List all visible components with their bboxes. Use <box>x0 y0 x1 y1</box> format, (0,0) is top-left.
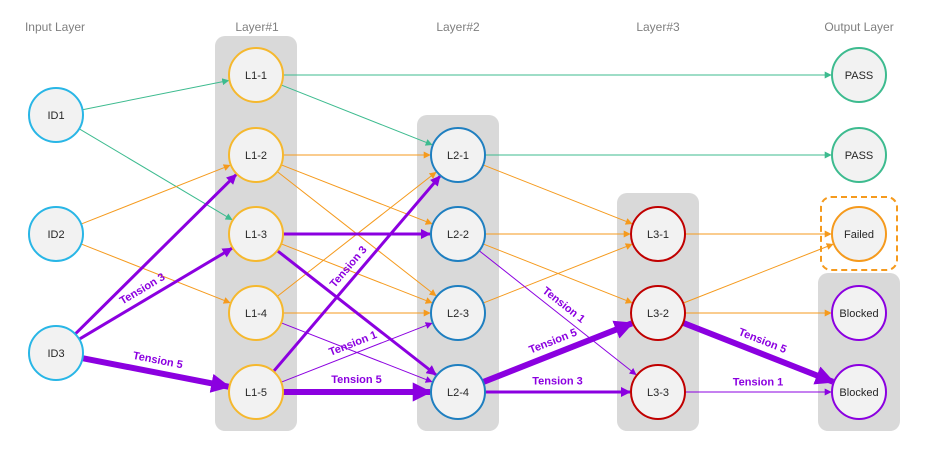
node-id3[interactable]: ID3 <box>28 325 84 381</box>
node-label: L2-4 <box>447 387 469 399</box>
node-label: L1-3 <box>245 229 267 241</box>
node-circle <box>831 127 887 183</box>
edge-id3-to-l1-3 <box>78 247 233 341</box>
layer-title-l3: Layer#3 <box>636 20 680 34</box>
node-id1[interactable]: ID1 <box>28 87 84 143</box>
layer-title-input: Input Layer <box>25 20 85 34</box>
node-label: PASS <box>845 70 874 82</box>
node-circle <box>630 285 686 341</box>
layer2-panel <box>417 115 499 431</box>
node-l3-1[interactable]: L3-1 <box>630 206 686 262</box>
node-l2-2[interactable]: L2-2 <box>430 206 486 262</box>
node-circle <box>430 206 486 262</box>
node-l2-1[interactable]: L2-1 <box>430 127 486 183</box>
node-l1-4[interactable]: L1-4 <box>228 285 284 341</box>
node-label: ID3 <box>47 348 64 360</box>
node-l3-3[interactable]: L3-3 <box>630 364 686 420</box>
edge-label-l2-2-to-l3-3: Tension 1 <box>540 285 587 326</box>
node-label: L2-2 <box>447 229 469 241</box>
node-circle <box>28 206 84 262</box>
node-label: L1-4 <box>245 308 267 320</box>
edge-label-l1-5-to-l2-4: Tension 5 <box>331 374 382 386</box>
node-circle <box>228 127 284 183</box>
node-id2[interactable]: ID2 <box>28 206 84 262</box>
layer-title-l2: Layer#2 <box>436 20 480 34</box>
edge-l3-2-to-o5 <box>682 320 835 385</box>
node-label: L1-1 <box>245 70 267 82</box>
node-label: L3-3 <box>647 387 669 399</box>
node-circle <box>831 364 887 420</box>
node-o1[interactable]: PASS <box>831 47 887 103</box>
node-l2-4[interactable]: L2-4 <box>430 364 486 420</box>
node-label: L1-5 <box>245 387 267 399</box>
node-label: L2-1 <box>447 150 469 162</box>
node-circle <box>228 285 284 341</box>
node-circle <box>831 206 887 262</box>
node-label: L3-2 <box>647 308 669 320</box>
node-l1-5[interactable]: L1-5 <box>228 364 284 420</box>
node-circle <box>630 206 686 262</box>
node-circle <box>228 364 284 420</box>
edge-l2-3-to-l3-1 <box>482 243 633 304</box>
edge-label-l2-4-to-l3-3: Tension 3 <box>532 376 583 388</box>
node-circle <box>430 285 486 341</box>
node-label: Failed <box>844 229 874 241</box>
edge-l1-1-to-l2-1 <box>280 84 433 146</box>
node-circle <box>28 87 84 143</box>
node-label: L2-3 <box>447 308 469 320</box>
node-label: Blocked <box>839 308 878 320</box>
edge-l3-2-to-o3 <box>682 243 834 304</box>
node-o4[interactable]: Blocked <box>831 285 887 341</box>
edge-l2-2-to-l3-3 <box>478 250 637 376</box>
edge-id2-to-l1-2 <box>80 164 231 225</box>
node-label: Blocked <box>839 387 878 399</box>
node-circle <box>831 47 887 103</box>
edge-id1-to-l1-3 <box>78 128 233 221</box>
node-circle <box>228 206 284 262</box>
node-l1-1[interactable]: L1-1 <box>228 47 284 103</box>
edge-l1-5-to-l2-1 <box>272 175 441 373</box>
node-circle <box>430 364 486 420</box>
edge-l2-1-to-l3-1 <box>482 164 633 225</box>
node-circle <box>430 127 486 183</box>
edge-id1-to-l1-1 <box>82 78 230 111</box>
edge-id3-to-l1-5 <box>81 355 231 393</box>
edge-l1-2-to-l2-2 <box>280 164 433 225</box>
node-label: ID1 <box>47 110 64 122</box>
node-o3[interactable]: Failed <box>831 206 887 262</box>
layer-title-out: Output Layer <box>824 20 893 34</box>
node-circle <box>228 47 284 103</box>
edge-label-l3-3-to-o5: Tension 1 <box>733 377 784 389</box>
node-l2-3[interactable]: L2-3 <box>430 285 486 341</box>
node-label: PASS <box>845 150 874 162</box>
node-o2[interactable]: PASS <box>831 127 887 183</box>
edge-l1-3-to-l2-4 <box>276 249 437 376</box>
layer-title-l1: Layer#1 <box>235 20 279 34</box>
node-l1-3[interactable]: L1-3 <box>228 206 284 262</box>
node-circle <box>831 285 887 341</box>
edge-l1-5-to-l2-3 <box>280 322 433 383</box>
edge-id3-to-l1-2 <box>74 173 238 336</box>
node-circle <box>630 364 686 420</box>
node-label: L3-1 <box>647 229 669 241</box>
node-label: ID2 <box>47 229 64 241</box>
node-o5[interactable]: Blocked <box>831 364 887 420</box>
node-l3-2[interactable]: L3-2 <box>630 285 686 341</box>
node-label: L1-2 <box>245 150 267 162</box>
edge-l2-4-to-l3-2 <box>482 320 634 385</box>
node-l1-2[interactable]: L1-2 <box>228 127 284 183</box>
node-circle <box>28 325 84 381</box>
edge-id2-to-l1-4 <box>80 243 231 304</box>
